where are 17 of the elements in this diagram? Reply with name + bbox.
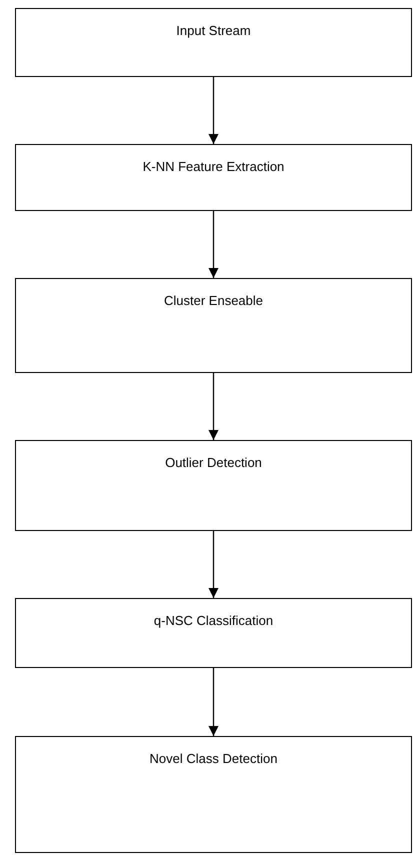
box-label: K-NN Feature Extraction bbox=[142, 159, 286, 174]
arrow bbox=[208, 77, 218, 144]
process-box bbox=[15, 8, 412, 77]
arrow bbox=[208, 531, 218, 598]
process-box bbox=[15, 144, 412, 211]
arrow bbox=[208, 373, 218, 440]
box-label: q-NSC Classification bbox=[152, 613, 274, 628]
arrow bbox=[208, 668, 218, 736]
box-label: Input Stream bbox=[175, 23, 252, 38]
process-box bbox=[15, 736, 412, 853]
process-box bbox=[15, 598, 412, 668]
box-label: Novel Class Detection bbox=[148, 751, 278, 766]
box-label: Cluster Enseable bbox=[163, 293, 264, 308]
process-box bbox=[15, 440, 412, 531]
arrow bbox=[208, 211, 218, 278]
box-label: Outlier Detection bbox=[164, 455, 263, 470]
process-box bbox=[15, 278, 412, 373]
